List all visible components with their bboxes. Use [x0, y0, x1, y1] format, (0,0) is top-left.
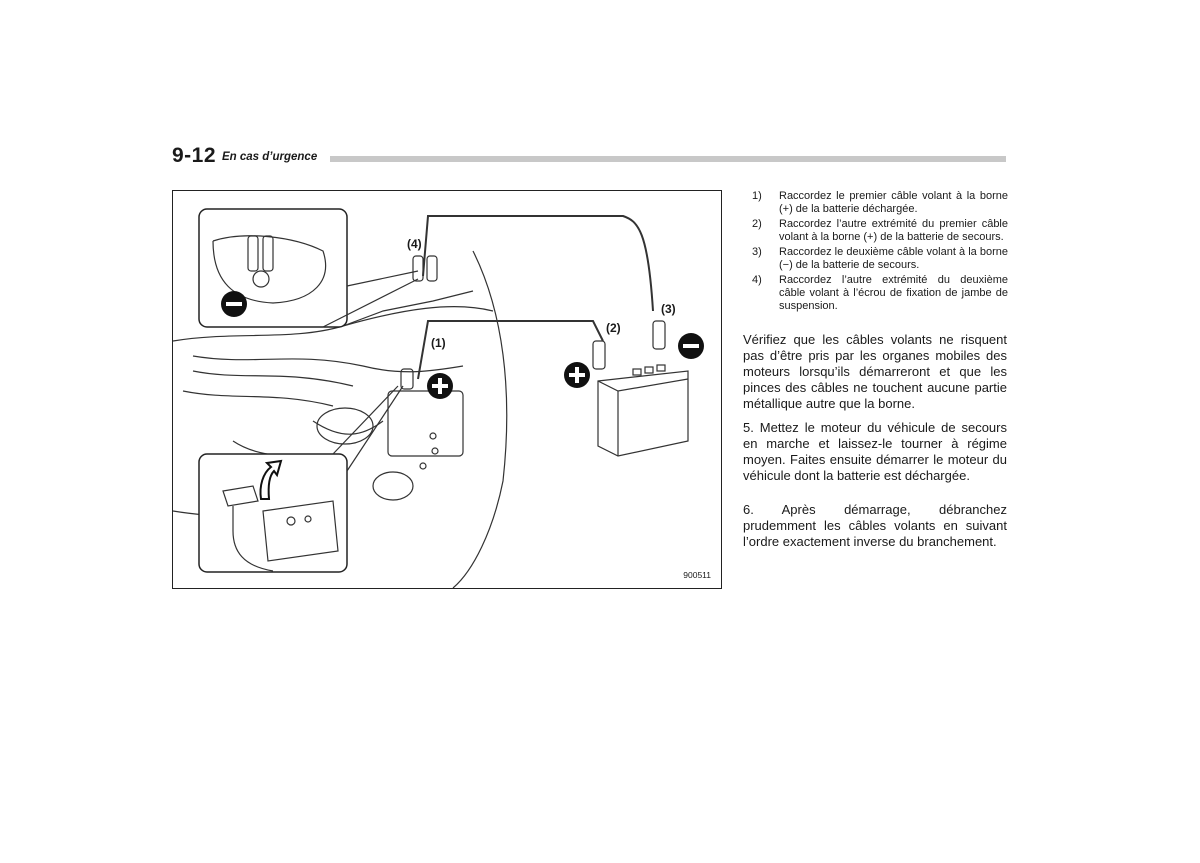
list-item: 1) Raccordez le premier câble volant à l…: [752, 190, 1008, 216]
label-3: (3): [661, 302, 676, 316]
jump-start-illustration: (1) (2) (3) (4) 900511: [172, 190, 722, 589]
page-number: 9-12: [172, 144, 217, 167]
illustration-svg: [173, 208, 704, 588]
label-2: (2): [606, 321, 621, 335]
step-number: 3): [752, 246, 762, 258]
warning-paragraph: Vérifiez que les câbles volants ne risqu…: [743, 332, 1007, 411]
step-number: 4): [752, 274, 762, 286]
minus-icon: [678, 333, 704, 359]
plus-icon: [564, 362, 590, 388]
step-number: 2): [752, 218, 762, 230]
label-1: (1): [431, 336, 446, 350]
step-text: Raccordez l’autre extrémité du deuxième …: [779, 274, 1008, 312]
step-text: Raccordez le premier câble volant à la b…: [779, 190, 1008, 215]
list-item: 3) Raccordez le deuxième câble volant à …: [752, 246, 1008, 272]
step-number: 1): [752, 190, 762, 202]
cable-negative: [422, 215, 654, 312]
section-title: En cas d’urgence: [222, 151, 318, 163]
label-4: (4): [407, 237, 422, 251]
arrow-up-icon: [259, 459, 283, 500]
cable-positive: [417, 320, 604, 380]
step-text: Raccordez l’autre extrémité du premier c…: [779, 218, 1008, 243]
plus-icon: [427, 373, 453, 399]
booster-battery: [597, 370, 689, 457]
step-5-paragraph: 5. Mettez le moteur du véhicule de secou…: [743, 420, 1007, 483]
fender-outline: [452, 250, 508, 588]
list-item: 2) Raccordez l’autre extrémité du premie…: [752, 218, 1008, 244]
minus-icon: [221, 291, 247, 317]
header-rule: [330, 156, 1006, 162]
list-item: 4) Raccordez l’autre extrémité du deuxiè…: [752, 274, 1008, 313]
step-text: Raccordez le deuxième câble volant à la …: [779, 246, 1008, 271]
inset-terminal: [198, 453, 348, 573]
figure-code: 900511: [683, 570, 711, 580]
steps-list: 1) Raccordez le premier câble volant à l…: [752, 190, 1008, 315]
step-6-paragraph: 6. Après démarrage, débranchez prudemmen…: [743, 502, 1007, 549]
